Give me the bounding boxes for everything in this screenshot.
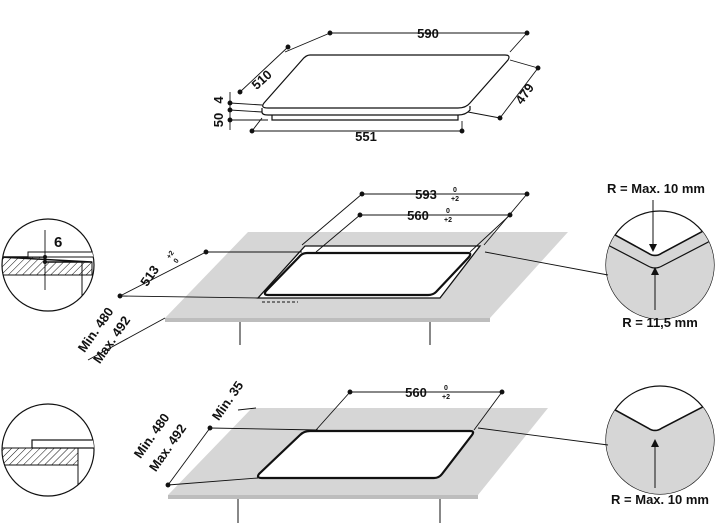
- dim-560-standard-tol-top: 0: [444, 385, 448, 392]
- top-dimension-lines: [227, 30, 541, 134]
- flush-cutout-inner: [263, 251, 472, 297]
- worktop-standard-front: [168, 495, 478, 499]
- detail-step-standard: [1, 403, 95, 497]
- detail-step-flush: 6: [1, 218, 95, 312]
- dim-593-value: 593: [415, 187, 437, 202]
- dim-560-standard-tol-bottom: +2: [442, 394, 450, 401]
- hob-perspective: [261, 54, 510, 121]
- radius-outer-label: R = Max. 10 mm: [607, 181, 705, 196]
- dim-depth-479: 479: [512, 81, 537, 107]
- dim-513-tol-top: +2: [166, 250, 176, 261]
- standard-dimension-lines: [165, 389, 505, 488]
- detail-radius-standard: R = Max. 10 mm: [477, 385, 715, 507]
- dim-560-flush-tol-top: 0: [446, 208, 450, 215]
- standard-cutout: [256, 429, 475, 480]
- dim-glass-4: 4: [211, 96, 226, 104]
- dim-513-tol-bottom: 0: [173, 257, 181, 264]
- dim-width-590: 590: [417, 26, 439, 41]
- dim-593-tol-bottom: +2: [451, 196, 459, 203]
- dim-560-flush-tol-bottom: +2: [444, 217, 452, 224]
- radius-inner-label: R = 11,5 mm: [622, 315, 698, 330]
- detail-radius-flush: R = Max. 10 mm R = 11,5 mm: [484, 181, 715, 330]
- dim-depth-510: 510: [249, 67, 275, 93]
- dim-560-standard: 560: [405, 385, 427, 400]
- worktop-flush: [165, 232, 568, 345]
- flush-dimension-lines: [87, 191, 530, 361]
- hob-glass-top: [262, 54, 510, 109]
- step-depth-6: 6: [54, 234, 62, 251]
- dim-593: 593: [415, 187, 437, 202]
- dim-height-50: 50: [211, 113, 226, 127]
- hob-body: [271, 115, 459, 121]
- radius-standard-label: R = Max. 10 mm: [611, 492, 709, 507]
- dim-560-flush: 560: [407, 208, 429, 223]
- dim-width-551: 551: [355, 129, 377, 144]
- worktop-standard: [168, 408, 548, 523]
- standard-min-35: Min. 35: [209, 378, 247, 423]
- worktop-flush-front: [165, 318, 490, 322]
- dim-593-tol-top: 0: [453, 187, 457, 194]
- hob-glass-edge: [261, 106, 471, 116]
